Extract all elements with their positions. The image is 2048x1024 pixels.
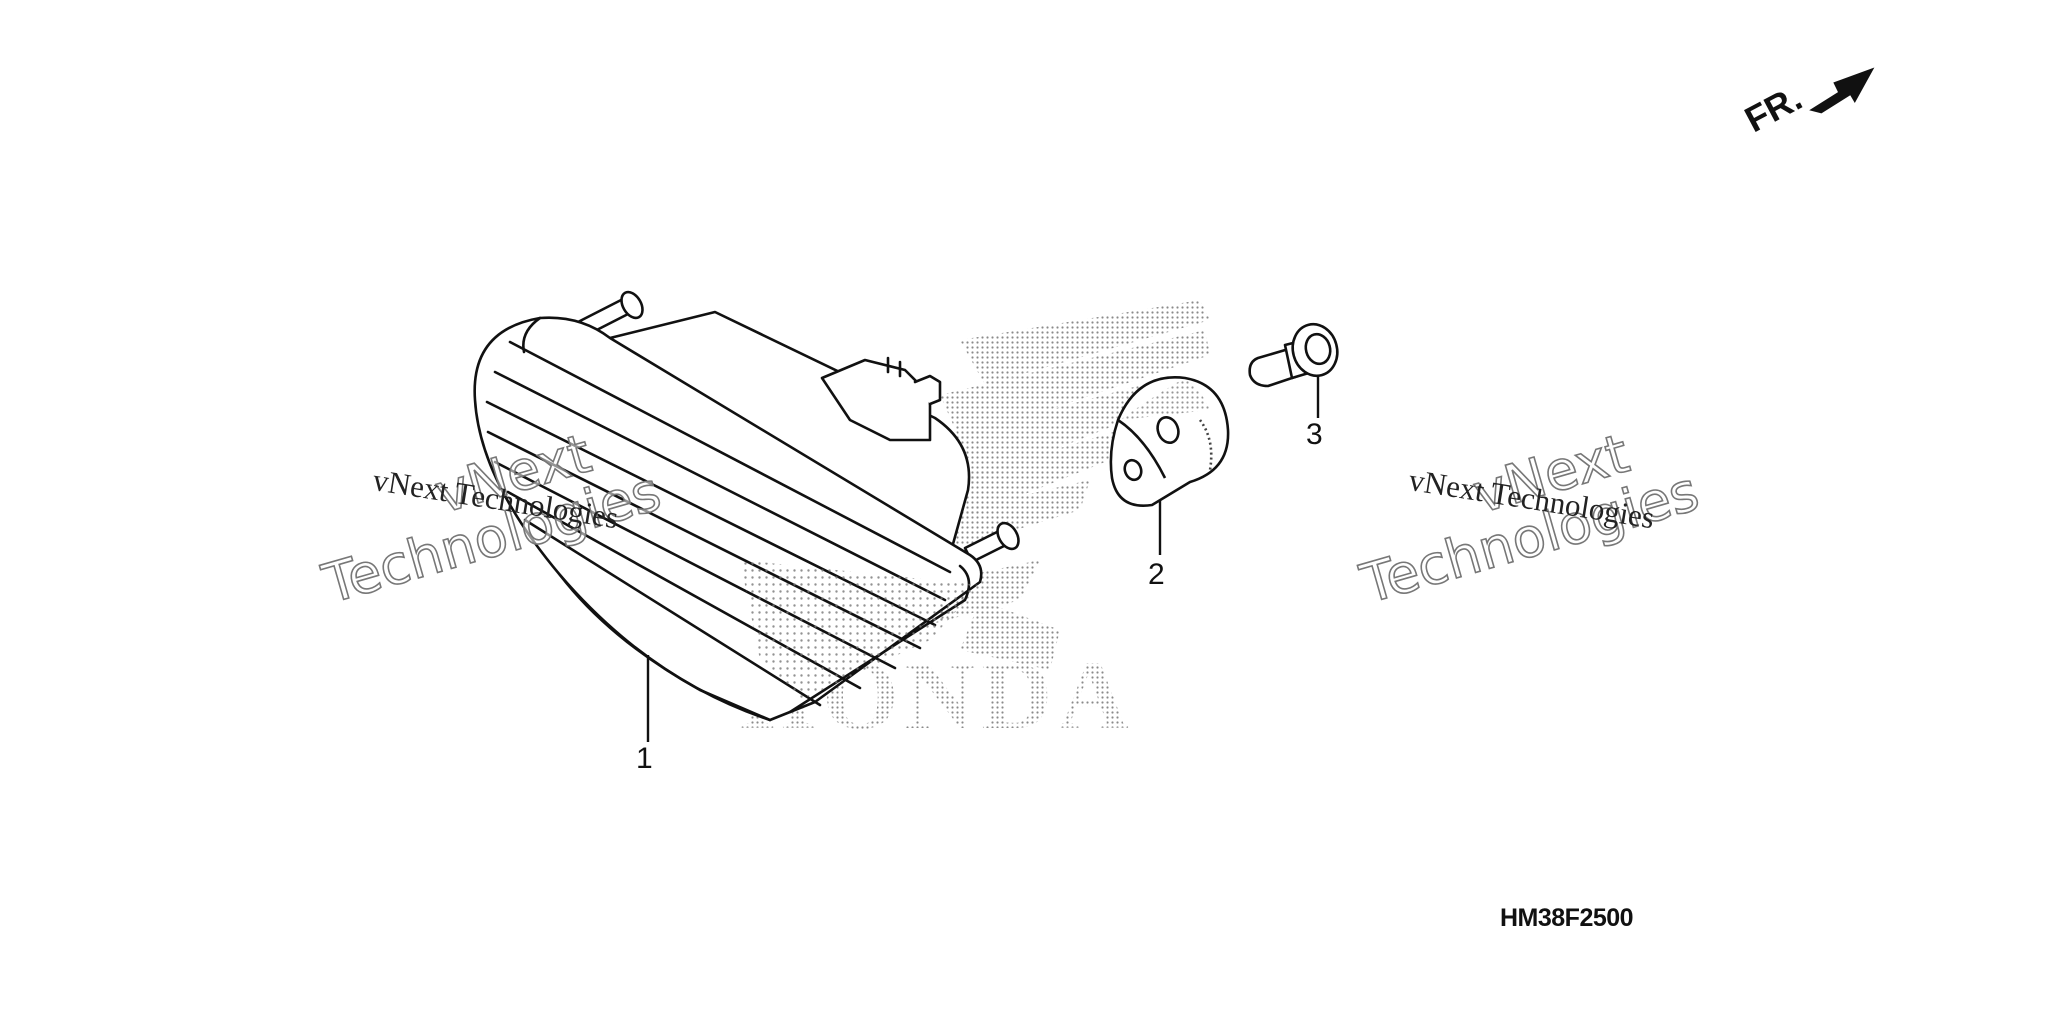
arrow-right-icon: [1809, 67, 1875, 114]
push-clip: [1248, 322, 1339, 388]
callout-2: 2: [1148, 558, 1165, 591]
figure-code: HM38F2500: [1500, 904, 1634, 932]
callout-1: 1: [636, 742, 653, 775]
callout-3: 3: [1306, 418, 1323, 451]
lens-shading: [740, 560, 980, 700]
bulb-socket: [1109, 376, 1230, 507]
callout-leaders: [646, 376, 1320, 742]
